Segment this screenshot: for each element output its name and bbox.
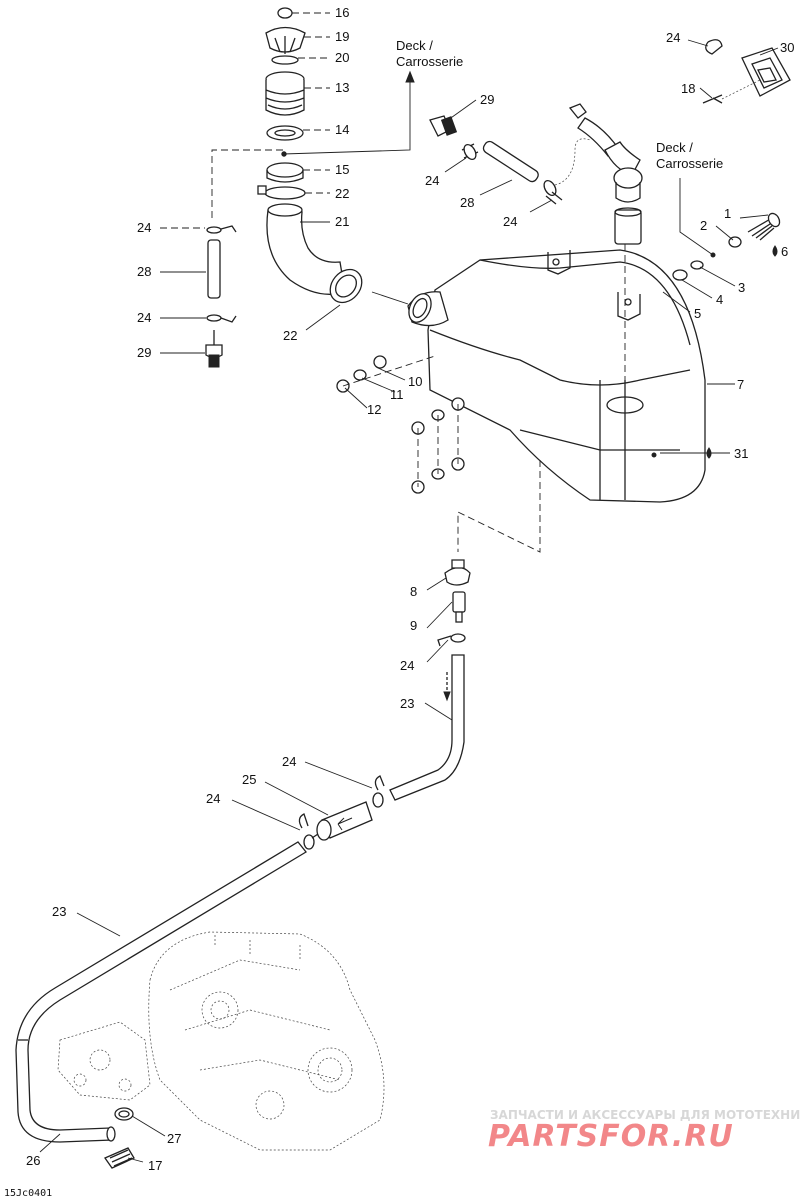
label-3: 3 [738,280,745,295]
label-24-filter-left: 24 [206,791,220,806]
label-24-top-right: 24 [503,214,517,229]
label-4: 4 [716,292,723,307]
top-vent-line [429,115,591,205]
label-15: 15 [335,162,349,177]
fuel-outlet-line [389,559,471,801]
deck-arrowhead-left [405,70,415,83]
label-24-filter-right: 24 [282,754,296,769]
fuel-tank [407,244,712,553]
label-12: 12 [367,402,381,417]
drawing-code: 15Jc0401 [4,1188,52,1199]
label-11: 11 [390,387,404,402]
label-6: 6 [781,244,788,259]
label-24-left-bottom: 24 [137,310,151,325]
label-7: 7 [737,377,744,392]
label-29-left: 29 [137,345,151,360]
deck-note-right-line1: Deck / [656,140,693,155]
label-1: 1 [724,206,731,221]
label-14: 14 [335,122,349,137]
label-20: 20 [335,50,349,65]
label-13: 13 [335,80,349,95]
deck-arrow-left [282,78,411,155]
deck-note-left-line2: Carrosserie [396,54,463,69]
label-26: 26 [26,1153,40,1168]
label-8: 8 [410,584,417,599]
clamp-and-spring [104,1107,135,1169]
filler-cap-assembly [257,7,363,304]
left-vent-line [205,149,283,368]
label-23-lower: 23 [52,904,66,919]
label-9: 9 [410,618,417,633]
label-31: 31 [734,446,748,461]
label-24-left-top: 24 [137,220,151,235]
fuel-filter [298,775,385,850]
label-16: 16 [335,5,349,20]
leader-lines [39,12,779,1163]
label-24-top-left: 24 [425,173,439,188]
label-22-lower: 22 [283,328,297,343]
label-28-left: 28 [137,264,151,279]
watermark: ЗАПЧАСТИ И АКСЕССУАРЫ ДЛЯ МОТОТЕХНИКИ PA… [488,1108,800,1154]
vent-tube-upper [568,103,643,245]
engine-block [57,931,385,1151]
label-23-upper: 23 [400,696,414,711]
label-21: 21 [335,214,349,229]
label-18: 18 [681,81,695,96]
label-27: 27 [167,1131,181,1146]
bracket-30 [702,39,791,104]
label-17: 17 [148,1158,162,1173]
label-22-top: 22 [335,186,349,201]
label-2: 2 [700,218,707,233]
watermark-tagline: ЗАПЧАСТИ И АКСЕССУАРЫ ДЛЯ МОТОТЕХНИКИ [490,1108,800,1122]
label-19: 19 [335,29,349,44]
label-5: 5 [694,306,701,321]
deck-note-right-line2: Carrosserie [656,156,723,171]
label-29-top: 29 [480,92,494,107]
watermark-logo: PARTSFOR.RU [488,1119,734,1154]
deck-note-left-line1: Deck / [396,38,433,53]
label-10: 10 [408,374,422,389]
label-28-top: 28 [460,195,474,210]
tank-mount-hardware [336,355,465,494]
label-25: 25 [242,772,256,787]
label-24-bracket: 24 [666,30,680,45]
label-24-outlet: 24 [400,658,414,673]
screw-stack [653,212,781,292]
label-30: 30 [780,40,794,55]
long-hose [15,841,307,1143]
deck-arrow-right [679,178,714,256]
